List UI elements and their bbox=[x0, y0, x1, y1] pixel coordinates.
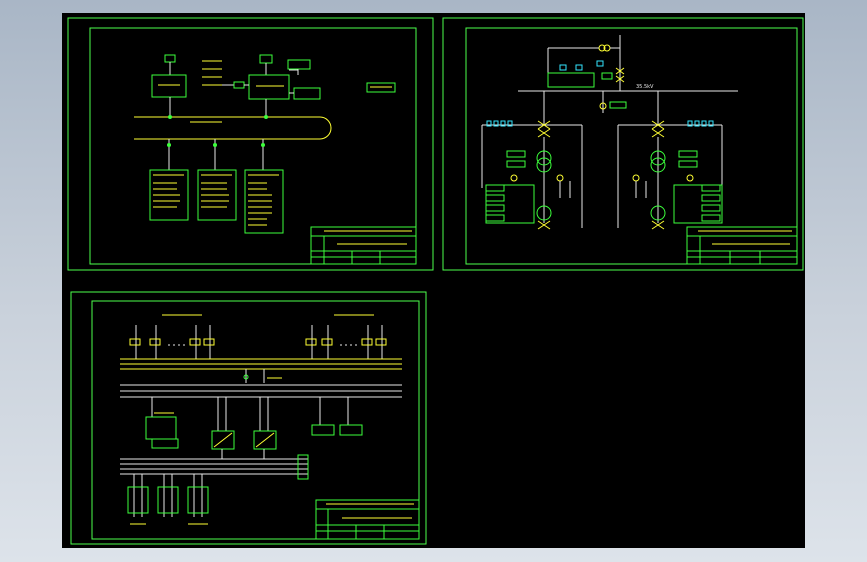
sheet-3 bbox=[70, 291, 427, 545]
s3-load-box-1 bbox=[127, 486, 149, 514]
s3-output-box-2 bbox=[339, 424, 363, 436]
s1-controller-box-left bbox=[151, 74, 187, 98]
s1-title-block bbox=[310, 226, 417, 265]
s3-switch-unit-2 bbox=[253, 430, 277, 450]
s3-upper-buses bbox=[120, 358, 402, 370]
s1-remote-box bbox=[287, 59, 311, 70]
s2-left-feeder bbox=[481, 120, 583, 230]
s1-input-labels bbox=[202, 60, 249, 89]
drawing-canvas[interactable]: 35.5kV bbox=[62, 13, 805, 548]
sheet-3-outer-frame bbox=[70, 291, 427, 545]
sheet-1-outer-frame bbox=[67, 17, 434, 271]
s3-middle-buses bbox=[120, 384, 402, 398]
sheet-2-inner-frame bbox=[465, 27, 798, 265]
cad-viewport[interactable]: 35.5kV bbox=[62, 13, 805, 548]
sheet-2: 35.5kV bbox=[442, 17, 804, 271]
s3-charger-unit bbox=[151, 438, 179, 449]
s1-controller-box-right bbox=[248, 74, 290, 100]
s3-load-box-2 bbox=[157, 486, 179, 514]
s1-ring-bus bbox=[134, 116, 332, 140]
s1-bottom-box-text-lines bbox=[153, 174, 279, 226]
s1-bottom-box-1 bbox=[149, 169, 189, 221]
s3-lower-buses bbox=[120, 458, 308, 475]
s3-battery-unit bbox=[145, 416, 177, 440]
s1-bottom-box-3 bbox=[244, 169, 284, 234]
s3-title-block bbox=[315, 499, 420, 540]
s2-title-block bbox=[686, 226, 798, 265]
s1-bottom-box-2 bbox=[197, 169, 237, 221]
s1-top-box-left bbox=[164, 54, 176, 63]
s2-top-switch bbox=[615, 67, 625, 83]
s2-right-feeder bbox=[617, 120, 723, 230]
sheet-3-inner-frame bbox=[91, 300, 420, 540]
s1-display-box bbox=[293, 87, 321, 100]
sheet-2-outer-frame bbox=[442, 17, 804, 271]
s2-bus-voltage: 35.5kV bbox=[636, 84, 654, 90]
sheet-1 bbox=[67, 17, 434, 271]
s3-output-box-1 bbox=[311, 424, 335, 436]
s3-terminal-block bbox=[297, 454, 309, 480]
s3-switch-unit-1 bbox=[211, 430, 235, 450]
s1-right-note-box bbox=[366, 82, 396, 93]
s3-load-box-3 bbox=[187, 486, 209, 514]
s3-top-breakers bbox=[135, 325, 383, 359]
s1-top-box-right bbox=[259, 54, 273, 64]
sheet-1-inner-frame bbox=[89, 27, 417, 265]
